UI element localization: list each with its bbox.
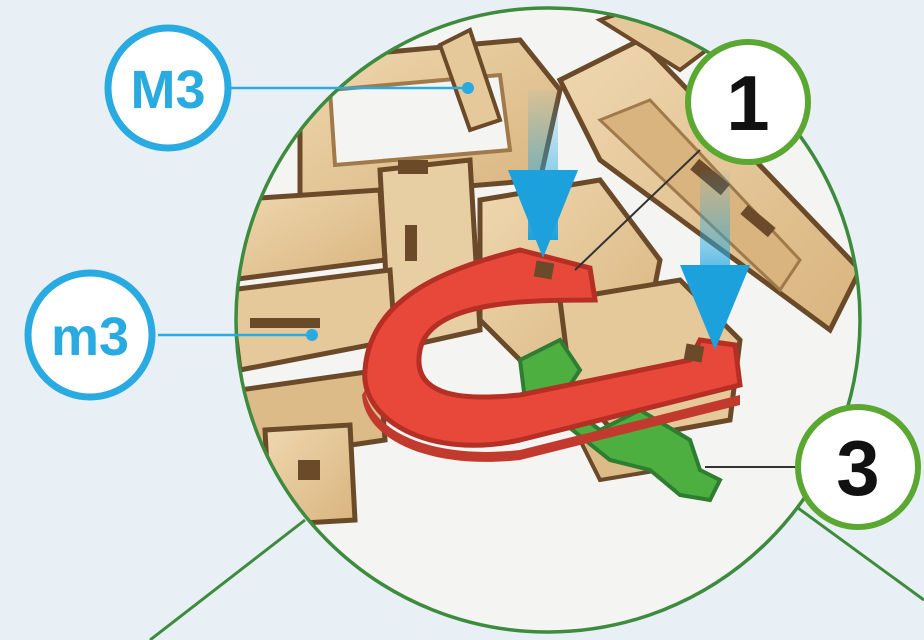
badge-step-3-label: 3 bbox=[836, 424, 879, 512]
badge-m3: m3 bbox=[28, 273, 152, 397]
leader-dot-M3 bbox=[462, 82, 474, 94]
badge-M3-label: M3 bbox=[130, 60, 205, 120]
badge-m3-label: m3 bbox=[51, 307, 129, 367]
leader-dot-m3 bbox=[306, 329, 318, 341]
badge-step-3: 3 bbox=[798, 407, 918, 527]
badge-M3: M3 bbox=[108, 28, 228, 148]
badge-step-1: 1 bbox=[688, 42, 808, 162]
badge-step-1-label: 1 bbox=[726, 59, 769, 147]
